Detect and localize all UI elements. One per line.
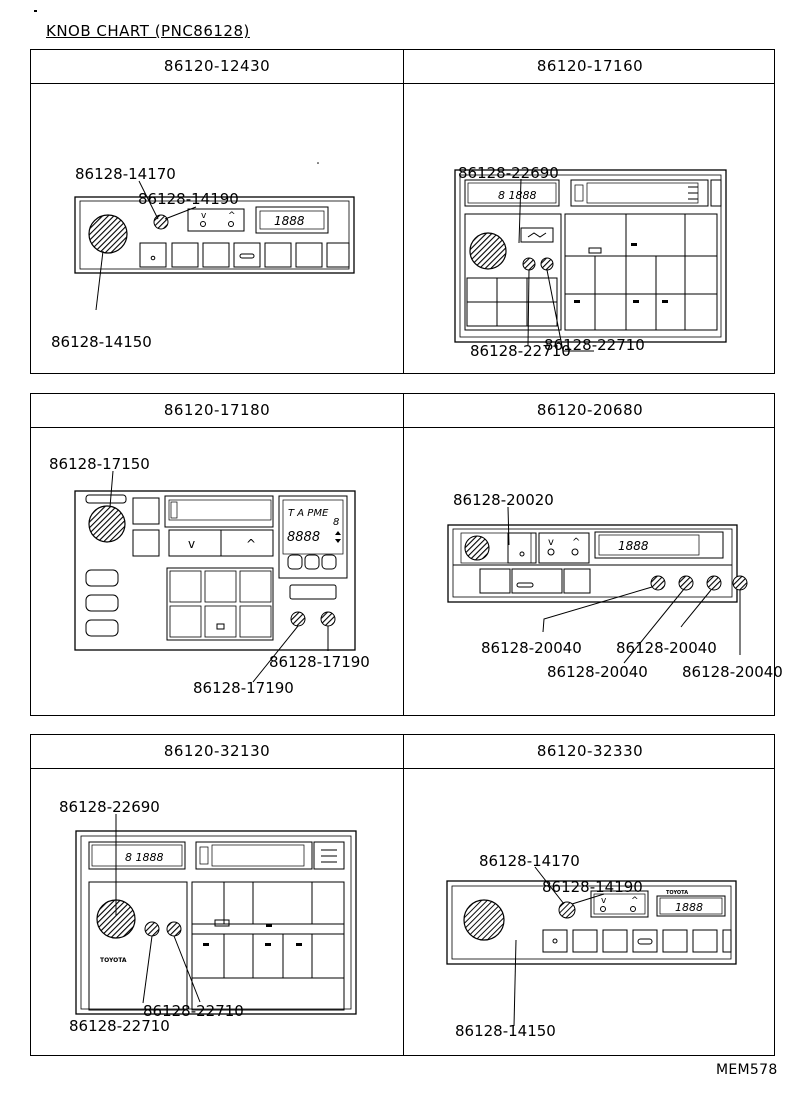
radio-diagram: v ^ 1888 86128-20020 86128-20040 86128-2… (447, 491, 783, 681)
table-header: 86120-17180 86120-20680 (31, 394, 774, 428)
radio-diagram: v ^ TOYOTA 1888 86128-14170 86128-14190 … (446, 852, 737, 1040)
column-divider (403, 394, 404, 715)
volume-knob (463, 899, 505, 941)
display-readout: 1888 (274, 214, 305, 228)
part-label: 86128-22690 (59, 798, 160, 816)
display-readout: 8 1888 (498, 189, 537, 202)
column-divider (403, 50, 404, 373)
part-label: 86128-20040 (616, 639, 717, 657)
part-label: 86128-14150 (455, 1022, 556, 1040)
part-label: 86128-14190 (138, 190, 239, 208)
scan-mark (34, 10, 37, 12)
tuning-knob (144, 921, 160, 937)
cell-header: 86120-20680 (536, 401, 644, 419)
cell-header: 86120-17180 (163, 401, 271, 419)
display-readout: 8 (333, 517, 339, 528)
svg-text:v: v (548, 537, 554, 548)
tuning-knob (678, 575, 694, 591)
part-label: 86128-22710 (470, 342, 571, 360)
chart-title: KNOB CHART (PNC86128) (46, 22, 250, 40)
display-readout: 8888 (287, 530, 320, 545)
part-label: 86128-22710 (544, 336, 645, 354)
cell-header: 86120-17160 (536, 57, 644, 75)
radio-diagram: v ^ 1888 86128-14170 86128-14190 86128-1… (51, 162, 355, 351)
svg-text:^: ^ (631, 896, 639, 906)
display-readout: T A PME (288, 508, 329, 519)
knob-table-2: 86120-17180 86120-20680 v ^ T A PME 8 88… (30, 393, 783, 716)
table-header: 86120-12430 86120-17160 (31, 50, 774, 84)
part-label: 86128-20040 (682, 663, 783, 681)
volume-knob (88, 214, 128, 254)
part-label: 86128-14170 (75, 165, 176, 183)
tuning-knob (706, 575, 722, 591)
part-label: 86128-20040 (547, 663, 648, 681)
part-label: 86128-14170 (479, 852, 580, 870)
knob-table-1: 86120-12430 86120-17160 v ^ 1888 (30, 49, 775, 374)
column-divider (403, 735, 404, 1055)
brand-logo: TOYOTA (666, 890, 688, 896)
part-label: 86128-17150 (49, 455, 150, 473)
svg-text:^: ^ (246, 537, 256, 551)
part-label: 86128-17190 (193, 679, 294, 697)
knob-table-3: 86120-32130 86120-32330 8 1888 TOYOTA (30, 734, 775, 1056)
part-label: 86128-14150 (51, 333, 152, 351)
display-readout: 1888 (618, 539, 649, 553)
tuning-knob (540, 257, 554, 271)
part-label: 86128-22710 (69, 1017, 170, 1035)
svg-text:v: v (188, 537, 195, 551)
tuning-knob (153, 214, 169, 230)
radio-diagram: v ^ T A PME 8 8888 86128-17150 86128 (49, 455, 370, 697)
tuning-knob (320, 611, 336, 627)
document-code: MEM578 (716, 1062, 778, 1078)
cell-header: 86120-32330 (536, 742, 644, 760)
display-readout: 8 1888 (125, 851, 164, 864)
part-label: 86128-20040 (481, 639, 582, 657)
volume-knob (464, 535, 490, 561)
brand-logo: TOYOTA (100, 957, 127, 964)
tuning-knob (650, 575, 666, 591)
tuning-knob (558, 901, 576, 919)
volume-knob (88, 505, 126, 543)
cell-header: 86120-12430 (163, 57, 271, 75)
part-label: 86128-22690 (458, 164, 559, 182)
tuning-knob (166, 921, 182, 937)
table-header: 86120-32130 86120-32330 (31, 735, 774, 769)
part-label: 86128-22710 (143, 1002, 244, 1020)
part-label: 86128-17190 (269, 653, 370, 671)
svg-text:v: v (201, 211, 207, 221)
tuning-knob (290, 611, 306, 627)
svg-text:^: ^ (228, 211, 236, 221)
tuning-knob (522, 257, 536, 271)
svg-text:^: ^ (572, 537, 580, 548)
radio-diagram: 8 1888 TOYOTA 86128-22690 86 (59, 798, 357, 1035)
radio-diagram: 8 1888 8612 (454, 164, 727, 360)
part-label: 86128-20020 (453, 491, 554, 509)
display-readout: 1888 (675, 901, 703, 914)
part-label: 86128-14190 (542, 878, 643, 896)
svg-text:v: v (601, 896, 607, 906)
volume-knob (469, 232, 507, 270)
tuning-knob (732, 575, 748, 591)
cell-header: 86120-32130 (163, 742, 271, 760)
